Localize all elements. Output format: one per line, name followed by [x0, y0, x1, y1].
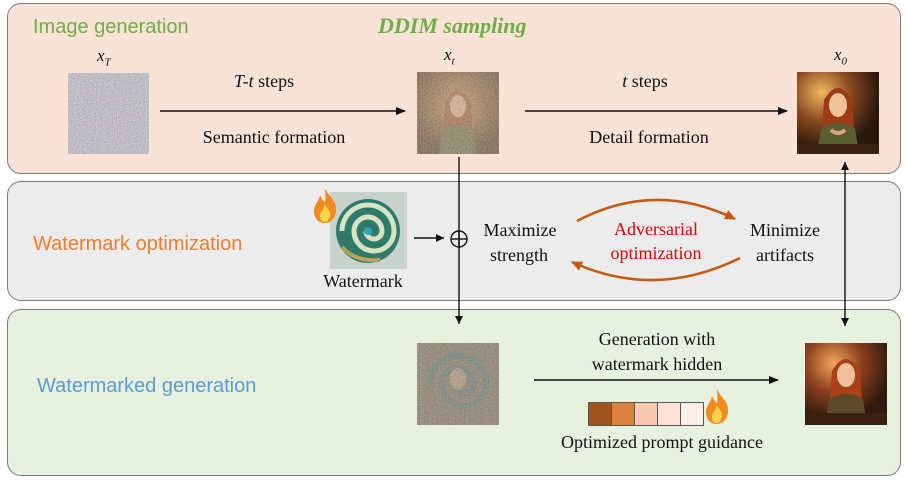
prompt-token	[680, 402, 704, 426]
label-x-T: xT	[97, 46, 111, 69]
watermarked-latent-image	[417, 343, 499, 425]
label-x-t: xt	[444, 45, 455, 68]
noise-image-xT	[68, 73, 149, 154]
right-step-label: t steps	[622, 71, 668, 91]
prompt-token	[588, 402, 612, 426]
watermarked-output-image	[805, 343, 887, 425]
optimized-prompt-guidance-label: Optimized prompt guidance	[561, 432, 763, 452]
maximize-label-line2: strength	[490, 245, 548, 265]
partial-image-xt	[417, 72, 499, 154]
label-x-0: x0	[834, 45, 848, 68]
minimize-label-line2: artifacts	[756, 245, 814, 265]
left-step-label: T-t steps	[233, 71, 295, 91]
generation-label-line2: watermark hidden	[591, 354, 723, 374]
prompt-token	[657, 402, 681, 426]
section-title-watermark-optimization: Watermark optimization	[33, 233, 243, 255]
prompt-token	[634, 402, 658, 426]
flame-icon	[310, 186, 340, 224]
prompt-token-bar	[588, 402, 704, 426]
detail-formation-label: Detail formation	[589, 127, 709, 147]
watermark-label: Watermark	[323, 271, 403, 291]
generation-label-line1: Generation with	[598, 329, 716, 349]
flame-icon	[702, 387, 732, 425]
maximize-label-line1: Maximize	[483, 220, 557, 240]
adversarial-label-line1: Adversarial	[614, 219, 698, 239]
ddim-sampling-title: DDIM sampling	[378, 13, 527, 38]
section-title-image-generation: Image generation	[33, 16, 189, 38]
watermark-swirl-icon	[330, 192, 407, 269]
prompt-token	[611, 402, 635, 426]
semantic-formation-label: Semantic formation	[202, 127, 346, 147]
adversarial-label-line2: optimization	[610, 243, 702, 263]
section-title-watermarked-generation: Watermarked generation	[37, 375, 257, 397]
final-image-x0	[797, 72, 879, 154]
minimize-label-line1: Minimize	[750, 220, 820, 240]
